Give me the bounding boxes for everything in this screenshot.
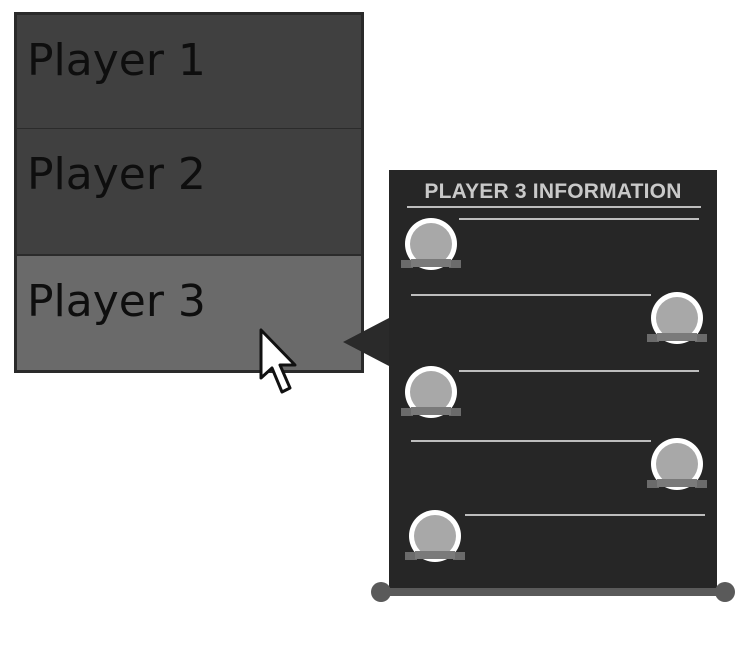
bar-right-dot — [715, 582, 735, 602]
info-line — [411, 440, 651, 442]
player-list-item-3-selected[interactable]: Player 3 — [17, 255, 361, 370]
player-list-item-label: Player 3 — [27, 276, 206, 327]
player-list: Player 1 Player 2 Player 3 — [14, 12, 364, 373]
info-line — [411, 294, 651, 296]
callout-pointer — [343, 318, 389, 366]
player-info-panel: PLAYER 3 INFORMATION — [389, 170, 717, 594]
player-list-item-label: Player 1 — [27, 35, 206, 86]
avatar-icon — [401, 366, 461, 418]
avatar-icon — [401, 218, 461, 270]
info-panel-title: PLAYER 3 INFORMATION — [424, 180, 682, 203]
info-line — [465, 514, 705, 516]
player-list-item-2[interactable]: Player 2 — [17, 129, 361, 255]
title-underline — [407, 206, 701, 208]
avatar-icon — [405, 510, 465, 562]
avatar-icon — [647, 438, 707, 490]
player-list-item-label: Player 2 — [27, 149, 206, 200]
avatar-icon — [647, 292, 707, 344]
panel-base-bar — [381, 588, 725, 596]
mouse-cursor-icon — [259, 328, 297, 394]
bar-left-dot — [371, 582, 391, 602]
info-line — [459, 370, 699, 372]
player-list-item-1[interactable]: Player 1 — [17, 15, 361, 129]
info-line — [459, 218, 699, 220]
